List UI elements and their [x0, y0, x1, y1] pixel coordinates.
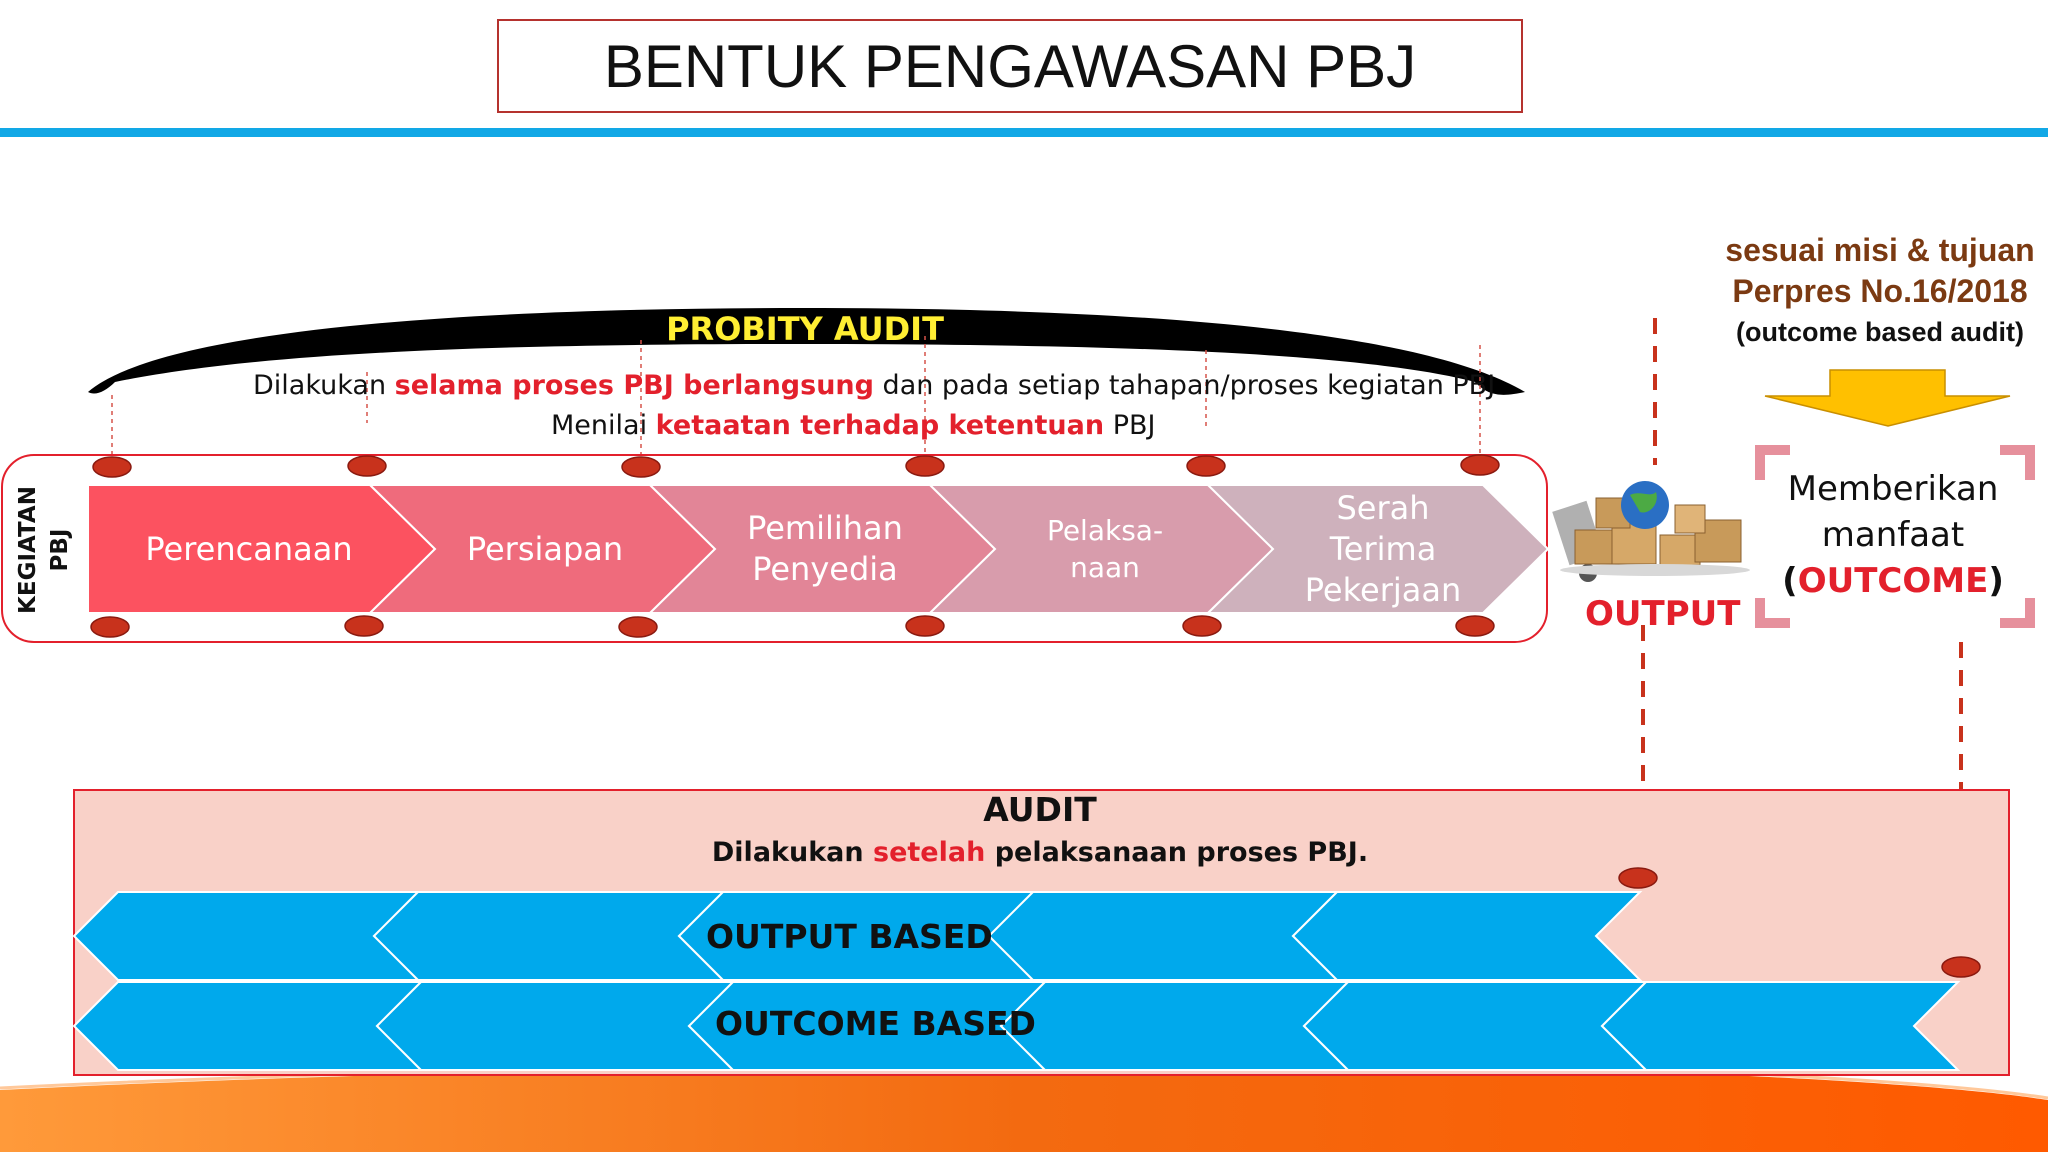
- outcome-based-band: [72, 981, 1961, 1071]
- probity-guides: [111, 336, 1481, 465]
- output-label: OUTPUT: [1585, 594, 1741, 634]
- outcome-brackets: [1755, 445, 2035, 628]
- kegiatan-pbj-label: KEGIATAN PBJ: [15, 486, 73, 614]
- probity-description-line1: Dilakukan selama proses PBJ berlangsung …: [253, 370, 1496, 401]
- stage-label-persiapan: Persiapan: [466, 529, 624, 568]
- stage-chevron-serah-terima: [1205, 484, 1550, 614]
- audit-title: AUDIT: [983, 790, 1097, 829]
- stage-label-perencanaan: Perencanaan: [145, 529, 353, 568]
- mission-line3: (outcome based audit): [1735, 317, 2025, 347]
- outcome-box-line3: (OUTCOME): [1782, 561, 2004, 601]
- probity-audit-title: PROBITY AUDIT: [666, 310, 944, 348]
- outcome-box-line1: Memberikan: [1787, 469, 1999, 509]
- probity-arc: [88, 308, 1525, 395]
- kegiatan-label-line2: PBJ: [47, 529, 73, 572]
- output-end-dot: [1618, 867, 1658, 889]
- mission-line2: Perpres No.16/2018: [1732, 273, 2028, 309]
- outcome-based-label: OUTCOME BASED: [715, 1004, 1036, 1043]
- outcome-end-dot: [1941, 956, 1981, 978]
- output-based-label: OUTPUT BASED: [706, 917, 993, 956]
- output-based-band: [72, 891, 1643, 981]
- audit-description: Dilakukan setelah pelaksanaan proses PBJ…: [711, 837, 1369, 868]
- outcome-arrow: [1764, 369, 2011, 427]
- footer-wave: [0, 1063, 2048, 1152]
- outcome-box-text: Memberikan manfaat (OUTCOME): [1760, 466, 2026, 604]
- page-title: BENTUK PENGAWASAN PBJ: [497, 19, 1523, 113]
- outcome-mission-text: sesuai misi & tujuan Perpres No.16/2018 …: [1680, 230, 2048, 353]
- title-divider: [0, 128, 2048, 137]
- checkpoint-dots: [90, 454, 1500, 638]
- stage-chevrons: [87, 484, 1550, 614]
- output-illustration: [1552, 481, 1750, 582]
- outcome-box-line2: manfaat: [1821, 515, 1965, 555]
- mission-line1: sesuai misi & tujuan: [1725, 232, 2035, 268]
- kegiatan-label-line1: KEGIATAN: [15, 486, 41, 614]
- stage-label-pelaksanaan: Pelaksa-naan: [1046, 514, 1164, 584]
- probity-description-line2: Menilai ketaatan terhadap ketentuan PBJ: [551, 410, 1156, 441]
